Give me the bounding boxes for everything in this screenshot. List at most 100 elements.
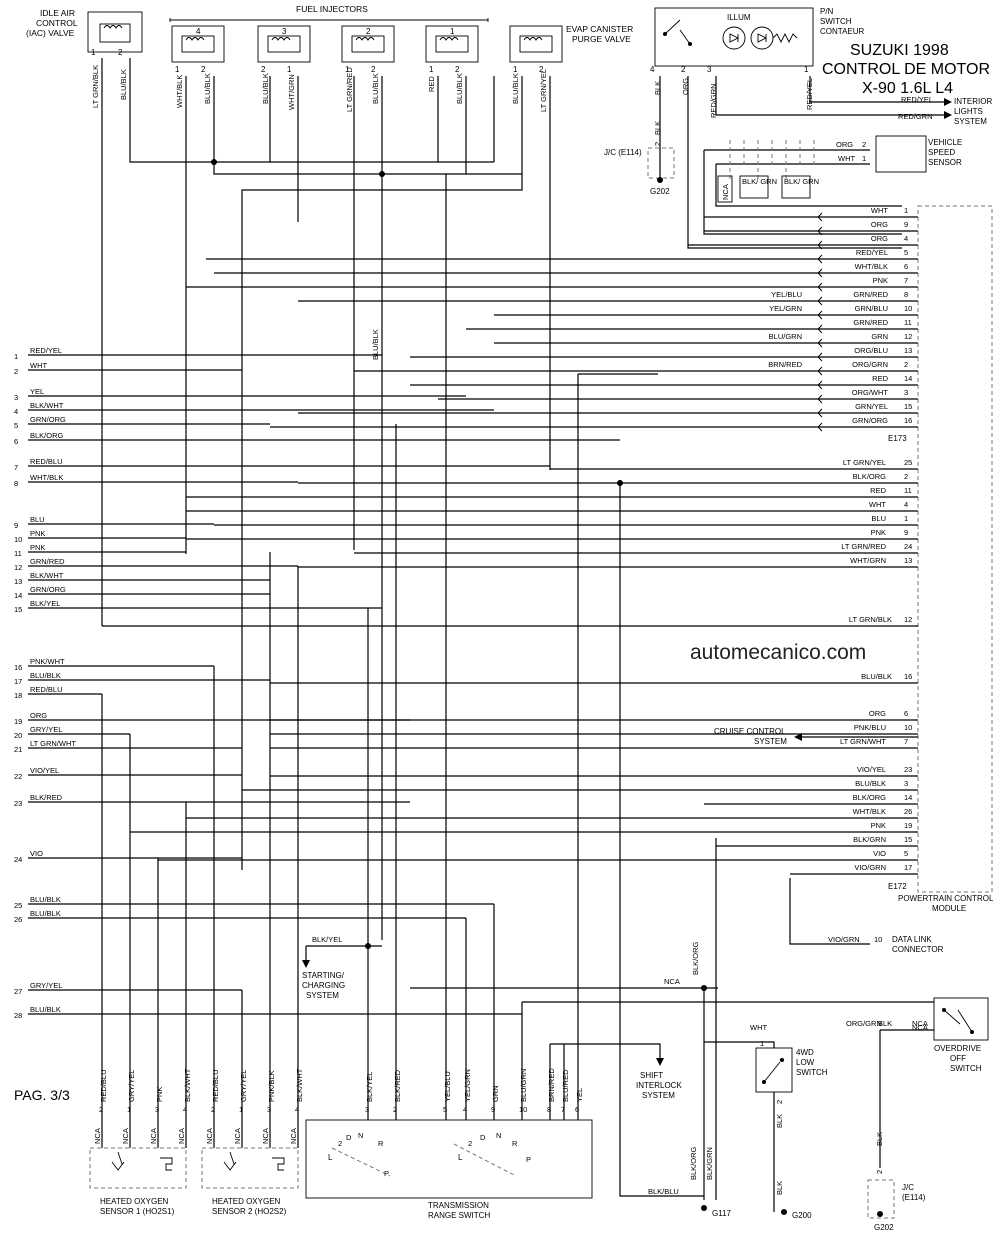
pcm-e173-pin: 2 bbox=[904, 360, 908, 369]
trs-pos-22: 2 bbox=[468, 1139, 472, 1148]
left-wire-color: BLK/RED bbox=[30, 793, 63, 802]
pcm-e173-color: RED bbox=[872, 374, 888, 383]
inj1-wire-2: BLU/BLK bbox=[455, 73, 464, 104]
vss-label-3: SENSOR bbox=[928, 158, 962, 167]
pcm-e172b-pin: 15 bbox=[904, 835, 912, 844]
evap-wire-1: BLU/BLK bbox=[511, 73, 520, 104]
injector-3: 3 2 1 bbox=[257, 25, 311, 74]
pcm-ltgrnblk-color: LT GRN/BLK bbox=[849, 615, 892, 624]
pcm-e172-color: WHT/GRN bbox=[850, 556, 886, 565]
pcm-e172b-pin: 14 bbox=[904, 793, 912, 802]
od-label-1: OVERDRIVE bbox=[934, 1044, 981, 1053]
injector-1-number: 1 bbox=[450, 27, 455, 36]
vss-wire-wht: WHT bbox=[838, 154, 855, 163]
trs-pos-n1: N bbox=[358, 1131, 363, 1140]
ho2s2-label-2: SENSOR 2 (HO2S2) bbox=[212, 1207, 287, 1216]
pcm-e172-pin: 4 bbox=[904, 500, 908, 509]
pcm-e172-pin: 9 bbox=[904, 528, 908, 537]
pcm-e173-pin: 4 bbox=[904, 234, 908, 243]
injector-2-number: 2 bbox=[366, 27, 371, 36]
dlc-wire-color: VIO/GRN bbox=[828, 935, 860, 944]
trs-wire-color: BLK/RED bbox=[393, 1069, 402, 1102]
jc-bottom-label-1: J/C bbox=[902, 1183, 914, 1192]
nca-mark: NCA bbox=[149, 1128, 158, 1144]
bottom-pin: 3 bbox=[155, 1105, 159, 1114]
pcm-e172-color: RED bbox=[870, 486, 886, 495]
trs-pos-l2: L bbox=[458, 1153, 463, 1162]
pcm-e172b-color: BLK/GRN bbox=[853, 835, 886, 844]
pcm-e172b-color: BLK/ORG bbox=[853, 793, 887, 802]
nca-od-1: NCA bbox=[912, 1019, 928, 1028]
pn-label-3: CONTAEUR bbox=[820, 27, 865, 36]
trs-pin: 4 bbox=[463, 1105, 467, 1114]
pn-pin-4: 4 bbox=[650, 65, 655, 74]
left-wire-pin: 22 bbox=[14, 772, 22, 781]
pcm-blublk-row: BLU/BLK 16 bbox=[270, 672, 918, 684]
title-line-2: CONTROL DE MOTOR bbox=[822, 61, 990, 78]
left-wire-pin: 28 bbox=[14, 1011, 22, 1020]
illum-label: ILLUM bbox=[727, 13, 751, 22]
left-wire-pin: 12 bbox=[14, 563, 22, 572]
left-wire-pin: 16 bbox=[14, 663, 22, 672]
pcm-e173-pin: 10 bbox=[904, 304, 912, 313]
trs-pin: 7 bbox=[561, 1105, 565, 1114]
injector-2: 2 1 2 bbox=[341, 25, 395, 74]
left-wire-pin: 20 bbox=[14, 731, 22, 740]
pcm-e173-pin: 16 bbox=[904, 416, 912, 425]
vss-branch-2: BLK/ GRN bbox=[784, 177, 819, 186]
bottom-pin: 2 bbox=[211, 1105, 215, 1114]
left-wire-color: BLK/YEL bbox=[30, 599, 60, 608]
g200-label: G200 bbox=[792, 1211, 812, 1220]
pcm-e172-color: LT GRN/YEL bbox=[843, 458, 886, 467]
left-wire-color: PNK bbox=[30, 543, 45, 552]
bottom-wire-color: PNK bbox=[155, 1087, 164, 1102]
vss-pin-2: 2 bbox=[862, 140, 866, 149]
left-wire-pin: 27 bbox=[14, 987, 22, 996]
pcm-e172b-color: WHT/BLK bbox=[853, 807, 886, 816]
vss-label-1: VEHICLE bbox=[928, 138, 962, 147]
ho2s1-sensor: HEATED OXYGEN SENSOR 1 (HO2S1) bbox=[89, 1147, 187, 1216]
transmission-range-switch: L 2 D N R P L 2 D N R P TRANSMISSION RAN… bbox=[305, 1119, 593, 1220]
grounds-bottom: BLK/BLU BLK/ORG BLK/GRN G117 BLK G200 BL… bbox=[619, 480, 926, 1232]
ho2s1-label-1: HEATED OXYGEN bbox=[100, 1197, 169, 1206]
iac-valve: IDLE AIR CONTROL (IAC) VALVE 1 2 bbox=[26, 8, 143, 57]
trs-wire-color: BRN/RED bbox=[547, 1068, 556, 1102]
pcm-e173-pin: 12 bbox=[904, 332, 912, 341]
jc-bottom-pin: 2 bbox=[875, 1170, 884, 1174]
trs-pin: 2 bbox=[393, 1105, 397, 1114]
pcm-e172b-color: VIO bbox=[873, 849, 886, 858]
g202-bottom-label: G202 bbox=[874, 1223, 894, 1232]
pcm-e173-color: GRN/BLU bbox=[855, 304, 888, 313]
cruise-label-1: CRUISE CONTROL bbox=[714, 727, 786, 736]
pcm-e173-left-color: YEL/GRN bbox=[769, 304, 802, 313]
pcm-e173-color: WHT bbox=[871, 206, 888, 215]
inj4-wire-1: WHT/BLK bbox=[175, 75, 184, 108]
pcm-e172-pin: 1 bbox=[904, 514, 908, 523]
trs-pin: 9 bbox=[491, 1105, 495, 1114]
evap-purge-valve: EVAP CANISTER PURGE VALVE 1 2 bbox=[509, 24, 633, 74]
nca-mark: NCA bbox=[93, 1128, 102, 1144]
fourwd-wire-wht: WHT bbox=[750, 1023, 767, 1032]
trs-label-2: RANGE SWITCH bbox=[428, 1211, 490, 1220]
od-wire-orggrn: ORG/GRN bbox=[846, 1019, 882, 1028]
left-wire-color: VIO/YEL bbox=[30, 766, 59, 775]
pcm-e172-color: WHT bbox=[869, 500, 886, 509]
vss-branch-1: BLK/ GRN bbox=[742, 177, 777, 186]
pcm-e173-pin: 8 bbox=[904, 290, 908, 299]
nca-vss: NCA bbox=[721, 184, 730, 200]
interior-label-3: SYSTEM bbox=[954, 117, 987, 126]
trs-wire-color: GRN bbox=[491, 1085, 500, 1102]
nca-od-2: NCA bbox=[912, 1023, 928, 1032]
pcm-e172b-color: ORG bbox=[869, 709, 886, 718]
pcm-e172b-pin: 7 bbox=[904, 737, 908, 746]
blu-blk-mid-label: BLU/BLK bbox=[371, 329, 380, 360]
trs-wires: 3BLK/YEL2BLK/RED5YEL/BLU4YEL/GRN9GRN10BL… bbox=[365, 174, 658, 1120]
starting-charging: BLK/YEL STARTING/ CHARGING SYSTEM bbox=[302, 935, 382, 1000]
blkorg-vertical-label: BLK/ORG bbox=[691, 941, 700, 975]
inj4-pin-2: 2 bbox=[201, 65, 206, 74]
top-wire-labels: LT GRN/BLK BLU/BLK WHT/BLK BLU/BLK BLU/B… bbox=[91, 65, 814, 360]
inj2-pin-2: 2 bbox=[371, 65, 376, 74]
left-wire-pin: 2 bbox=[14, 367, 18, 376]
left-wire-pin: 8 bbox=[14, 479, 18, 488]
injector-3-number: 3 bbox=[282, 27, 287, 36]
